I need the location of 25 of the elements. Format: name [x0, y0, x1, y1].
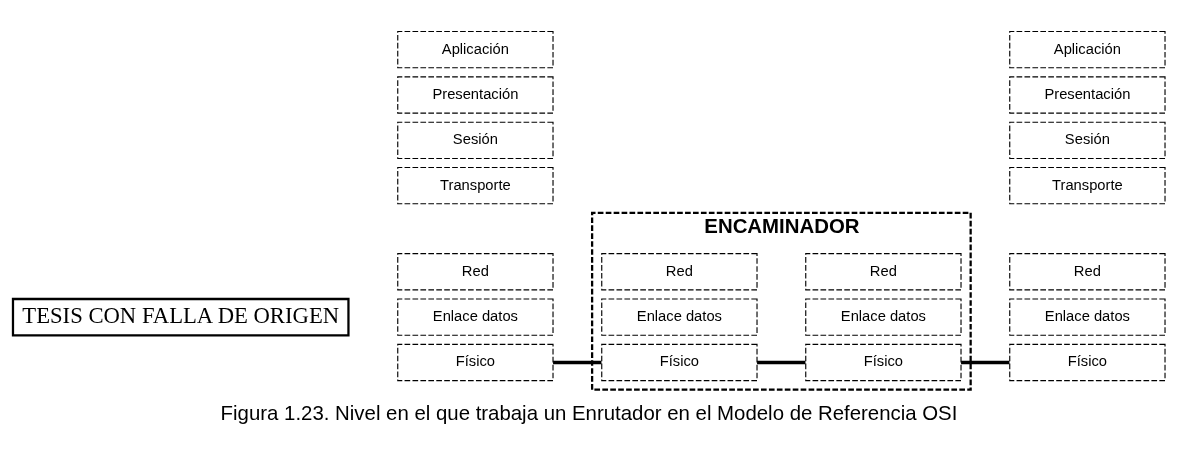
node-box: Aplicación	[1009, 30, 1166, 68]
node-box: Físico	[601, 343, 758, 381]
node-box: Red	[397, 252, 554, 290]
connector	[961, 360, 1010, 364]
node-box: Red	[601, 252, 758, 290]
node-box: Transporte	[397, 166, 554, 204]
connector	[553, 360, 602, 364]
node-box: Aplicación	[397, 30, 554, 68]
node-box: Físico	[1009, 343, 1166, 381]
node-box: Red	[805, 252, 962, 290]
node-box: Transporte	[1009, 166, 1166, 204]
node-box: Red	[1009, 252, 1166, 290]
node-box: Enlace datos	[601, 297, 758, 336]
node-box: Enlace datos	[1009, 297, 1166, 336]
connector	[757, 360, 806, 364]
node-box: Enlace datos	[805, 297, 962, 336]
node-box: Sesión	[1009, 121, 1166, 159]
node-box: Físico	[805, 343, 962, 381]
node-box: Sesión	[397, 121, 554, 159]
caption: Figura 1.23. Nivel en el que trabaja un Enrutador en el Modelo de Referencia OSI	[220, 401, 958, 424]
node-box: Presentación	[397, 75, 554, 114]
node-box: Enlace datos	[397, 297, 554, 336]
node-box: Presentación	[1009, 75, 1166, 114]
node-box: Físico	[397, 343, 554, 381]
node-box: TESIS CON FALLA DE ORIGEN	[11, 297, 350, 336]
